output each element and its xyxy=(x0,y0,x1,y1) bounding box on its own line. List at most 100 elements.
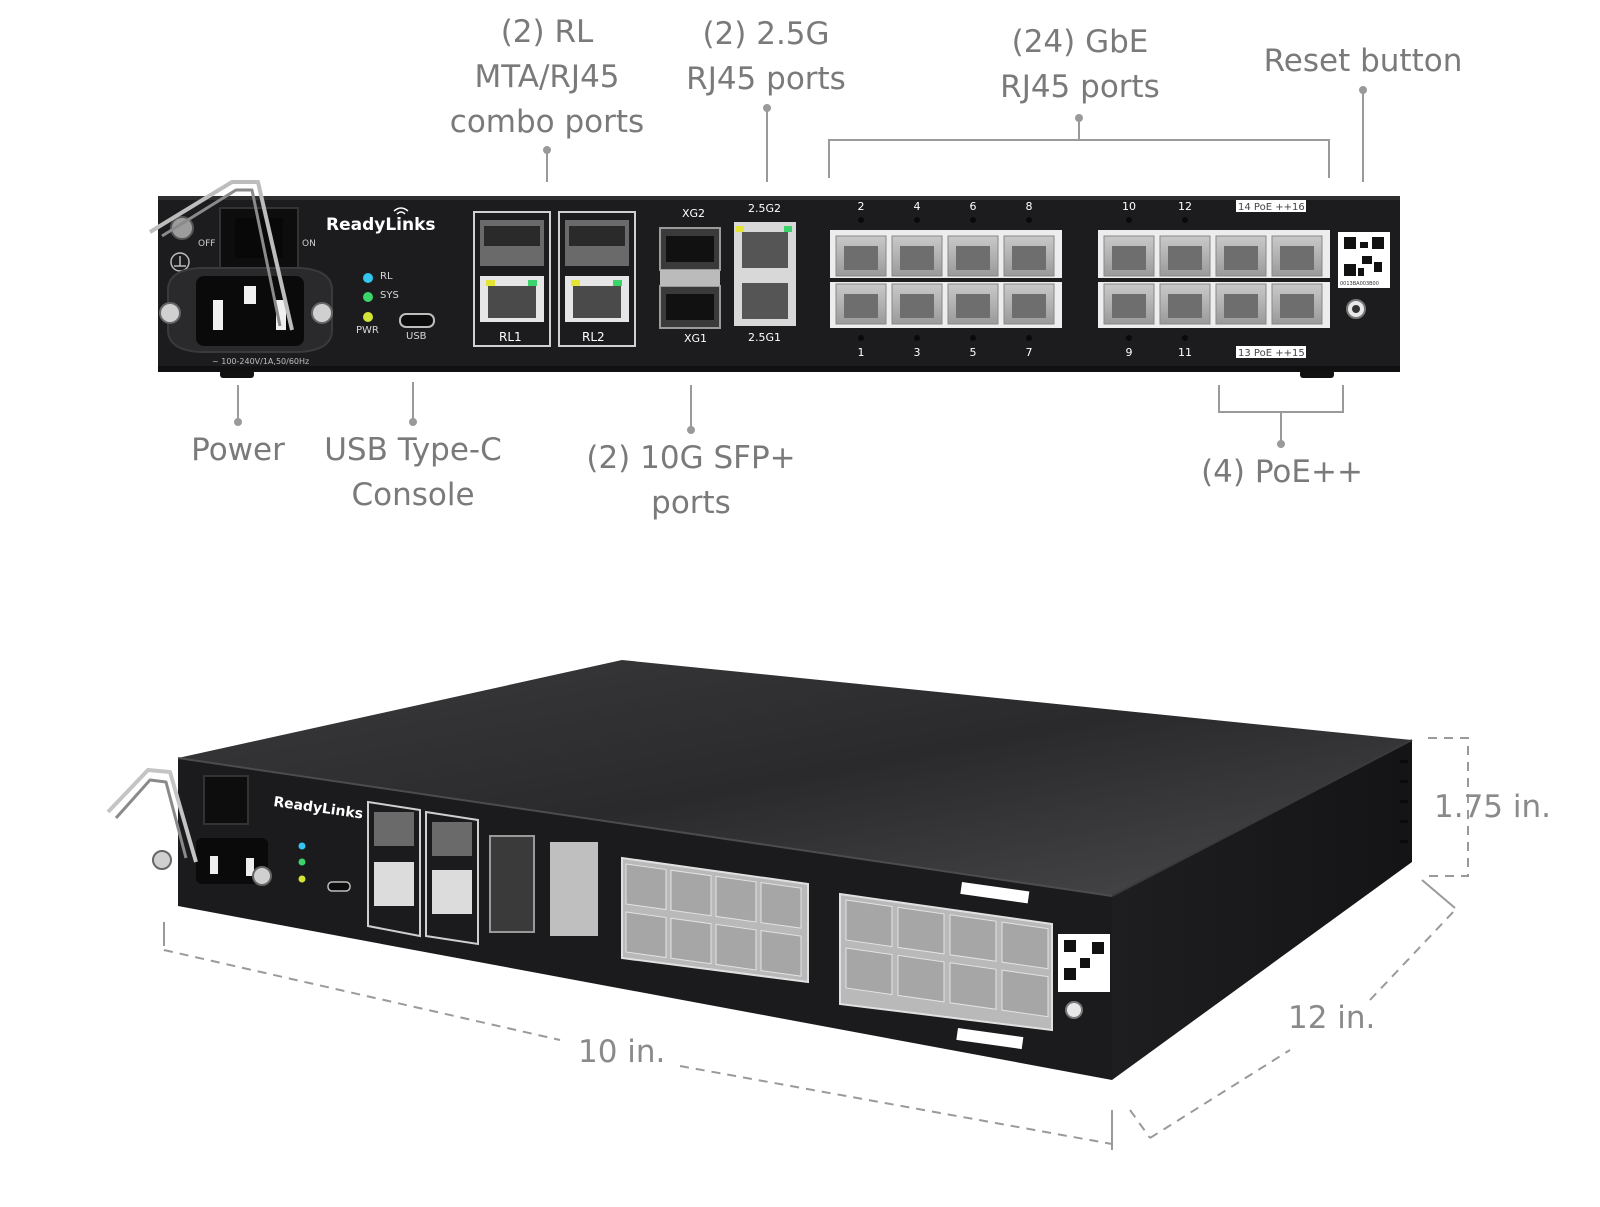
dimension-depth: 12 in. xyxy=(1288,1000,1376,1036)
rj45-port-25g2[interactable] xyxy=(742,232,788,268)
poe-top-label: 14 PoE ++16 xyxy=(1238,202,1305,213)
rj45-gbe-port-3d xyxy=(625,863,667,911)
rl-combo-port-1[interactable] xyxy=(473,211,551,347)
led-rl-icon xyxy=(363,273,373,283)
device-top-surface xyxy=(178,660,1412,896)
led-pwr-icon xyxy=(363,312,373,322)
callout-line: USB Type-C xyxy=(324,432,502,468)
block-divider xyxy=(830,278,1062,282)
rj45-gbe-port-3d xyxy=(760,930,802,977)
switch-on-label: ON xyxy=(302,239,316,249)
callout-poe: (4) PoE++ xyxy=(1200,450,1364,495)
rl1-label: RL1 xyxy=(499,330,522,344)
wifi-icon xyxy=(393,207,409,215)
port-led-icon xyxy=(970,217,976,223)
port-25g1-label: 2.5G1 xyxy=(748,331,781,344)
rj45-gbe-port-3d xyxy=(715,875,757,923)
rj45-jack-opening xyxy=(956,246,990,270)
rj45-gbe-port-3d xyxy=(897,954,945,1003)
port-led-icon xyxy=(1126,217,1132,223)
poe-bottom-label: 13 PoE ++15 xyxy=(1238,348,1305,359)
rj45-gbe-port-3d xyxy=(845,899,893,948)
rj45-gbe-port-3d xyxy=(897,906,945,955)
port-number-label: 7 xyxy=(1026,346,1033,359)
port-led-icon xyxy=(914,335,920,341)
led-sys-icon xyxy=(363,292,373,302)
device-3d-view: ReadyLinks xyxy=(106,660,1413,1080)
power-cord-retention-clip[interactable] xyxy=(148,180,294,331)
device-right-side xyxy=(1112,740,1412,1080)
port-led-icon xyxy=(1182,217,1188,223)
foot xyxy=(1300,370,1334,378)
port-led-icon xyxy=(1026,335,1032,341)
rl2-label: RL2 xyxy=(582,330,605,344)
led-sys-label: SYS xyxy=(380,290,399,301)
callout-line: ports xyxy=(651,485,731,521)
rj45-jack-opening xyxy=(1168,246,1202,270)
callout-line: RJ45 ports xyxy=(1000,69,1160,105)
callout-line: (2) RL xyxy=(500,14,594,50)
callout-line: Power xyxy=(191,432,285,468)
port-number-label: 3 xyxy=(914,346,921,359)
rj45-jack-opening xyxy=(1168,294,1202,318)
qr-code-icon xyxy=(1338,232,1390,288)
rj45-port-25g1[interactable] xyxy=(742,283,788,319)
port-number-label: 5 xyxy=(970,346,977,359)
rj45-jack-opening xyxy=(900,246,934,270)
inlet-screw xyxy=(159,302,181,324)
port-number-label: 12 xyxy=(1178,200,1192,213)
power-rating-label: ~ 100-240V/1A,50/60Hz xyxy=(212,357,309,366)
ground-symbol-icon xyxy=(170,252,190,272)
xg2-label: XG2 xyxy=(682,207,705,220)
front-panel: OFF ON ~ 100-240V/1A,50/60Hz ReadyLinks xyxy=(148,180,1400,378)
port-number-label: 6 xyxy=(970,200,977,213)
rj45-jack-opening xyxy=(844,246,878,270)
port-led-icon xyxy=(858,335,864,341)
rj45-jack-opening xyxy=(1112,294,1146,318)
ground-screw-icon xyxy=(170,216,194,240)
rj45-gbe-port-3d xyxy=(949,914,997,962)
callout-rl-combo-ports: (2) RL MTA/RJ45 combo ports xyxy=(441,10,653,145)
rj45-gbe-port-3d xyxy=(760,882,802,929)
dimension-height: 1.75 in. xyxy=(1434,789,1551,825)
switch-off-label: OFF xyxy=(198,239,215,249)
rj45-jack-opening xyxy=(900,294,934,318)
callout-usb-console: USB Type-C Console xyxy=(320,428,506,518)
usb-c-console-port[interactable] xyxy=(399,313,435,328)
port-number-label: 2 xyxy=(858,200,865,213)
callout-reset-button: Reset button xyxy=(1260,39,1466,84)
callout-line: combo ports xyxy=(449,104,645,140)
xg1-label: XG1 xyxy=(684,332,707,345)
serial-number-label: 0013BA003B00 xyxy=(1340,281,1379,287)
led-pwr-label: PWR xyxy=(356,325,379,336)
port-led-icon xyxy=(914,217,920,223)
rj45-gbe-port-3d xyxy=(670,869,712,917)
callout-line: MTA/RJ45 xyxy=(474,59,620,95)
port-number-label: 9 xyxy=(1126,346,1133,359)
rl-combo-port-2[interactable] xyxy=(558,211,636,347)
dimension-lines xyxy=(163,737,1469,1150)
rj45-jack-opening xyxy=(1012,294,1046,318)
callout-line: (4) PoE++ xyxy=(1201,454,1363,490)
port-number-label: 4 xyxy=(914,200,921,213)
port-25g2-label: 2.5G2 xyxy=(748,202,781,215)
rj45-gbe-port-3d xyxy=(625,911,667,959)
brand-logo-text: ReadyLinks xyxy=(326,215,436,235)
rj45-jack-opening xyxy=(1280,246,1314,270)
callout-line: RJ45 ports xyxy=(686,61,846,97)
rj45-jack-opening xyxy=(844,294,878,318)
usb-label: USB xyxy=(406,331,427,342)
callout-line: Reset button xyxy=(1263,43,1463,79)
rj45-gbe-port-3d xyxy=(949,962,997,1010)
port-number-label: 11 xyxy=(1178,346,1192,359)
rj45-jack-opening xyxy=(1224,246,1258,270)
rj45-gbe-port-3d xyxy=(1001,921,1049,970)
callout-line: (2) 2.5G xyxy=(702,16,830,52)
rj45-gbe-port-3d xyxy=(1001,969,1049,1018)
port-number-label: 10 xyxy=(1122,200,1136,213)
callout-line: (24) GbE xyxy=(1011,24,1149,60)
rj45-gbe-port-3d xyxy=(670,917,712,965)
rj45-jack-opening xyxy=(1224,294,1258,318)
port-led-icon xyxy=(1182,335,1188,341)
